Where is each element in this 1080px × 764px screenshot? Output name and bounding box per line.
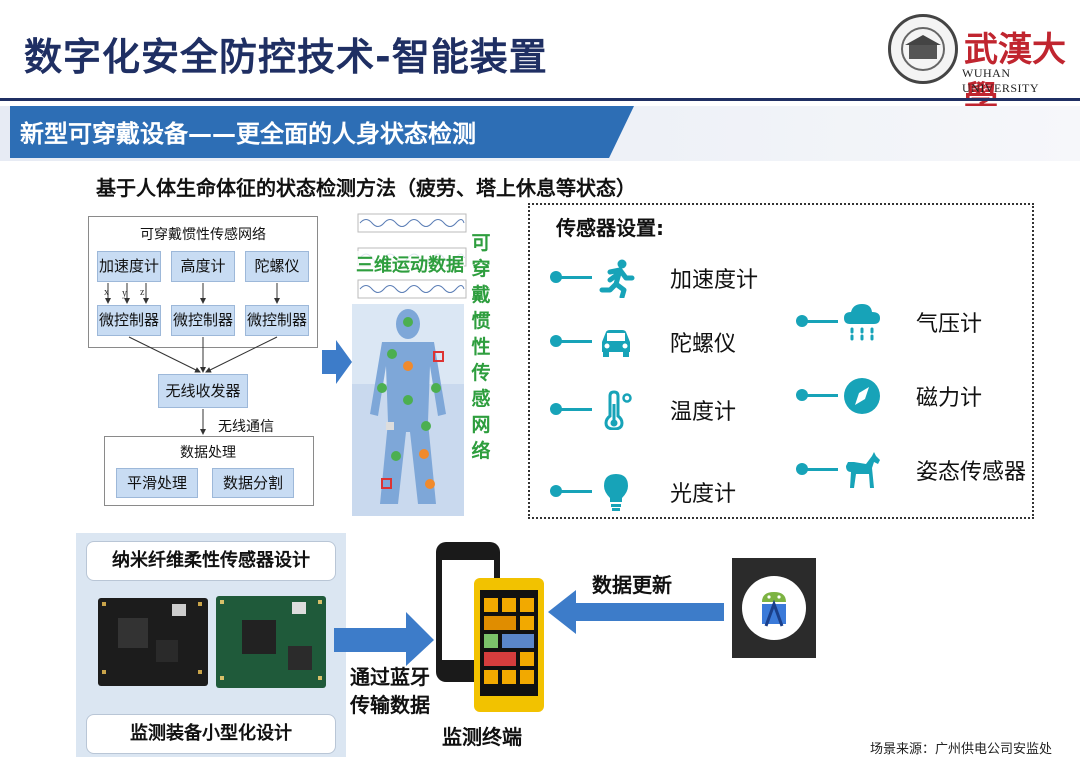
sensor-accelerometer: 加速度计 <box>550 258 770 298</box>
sensor-settings-title: 传感器设置: <box>556 212 664 241</box>
university-seal-logo <box>888 14 958 84</box>
source-caption: 场景来源：广州供电公司安监处 <box>870 738 1052 757</box>
sensor-label: 磁力计 <box>916 380 982 412</box>
sensor-thermometer: 温度计 <box>550 390 770 430</box>
monitoring-terminal-label: 监测终端 <box>442 724 522 750</box>
vertical-network-label: 可穿戴惯性传感网络 <box>470 230 492 464</box>
sensor-label: 姿态传感器 <box>916 454 1026 486</box>
sensor-barometer: 气压计 <box>796 302 1026 342</box>
horse-icon <box>842 450 882 490</box>
runner-icon <box>596 258 636 298</box>
android-app-icon <box>732 558 816 658</box>
sensor-label: 加速度计 <box>670 262 758 294</box>
lightbulb-icon <box>596 472 636 512</box>
university-name-en: WUHAN UNIVERSITY <box>962 66 1080 96</box>
sensor-label: 气压计 <box>916 306 982 338</box>
thermometer-icon <box>596 390 636 430</box>
sensor-attitude: 姿态传感器 <box>796 450 1026 490</box>
body-figure <box>352 304 464 516</box>
circuit-board-images <box>92 590 332 694</box>
miniaturization-title: 监测装备小型化设计 <box>86 714 336 754</box>
bluetooth-text-line1: 通过蓝牙 <box>350 664 430 690</box>
bluetooth-arrow <box>334 608 438 668</box>
sensor-label: 温度计 <box>670 394 736 426</box>
rain-cloud-icon <box>842 302 882 342</box>
sensor-gyroscope: 陀螺仪 <box>550 322 770 362</box>
sensor-photometer: 光度计 <box>550 472 770 512</box>
bluetooth-text-line2: 传输数据 <box>350 692 430 718</box>
sensor-label: 陀螺仪 <box>670 326 736 358</box>
data-update-arrow <box>548 590 728 636</box>
sensor-magnetometer: 磁力计 <box>796 376 1026 416</box>
monitoring-terminal-phones <box>432 540 552 716</box>
nano-sensor-title: 纳米纤维柔性传感器设计 <box>86 541 336 581</box>
compass-icon <box>842 376 882 416</box>
sensor-label: 光度计 <box>670 476 736 508</box>
motion-data-label: 三维运动数据 <box>356 251 464 277</box>
car-icon <box>596 322 636 362</box>
flow-arrow-right <box>322 340 352 384</box>
